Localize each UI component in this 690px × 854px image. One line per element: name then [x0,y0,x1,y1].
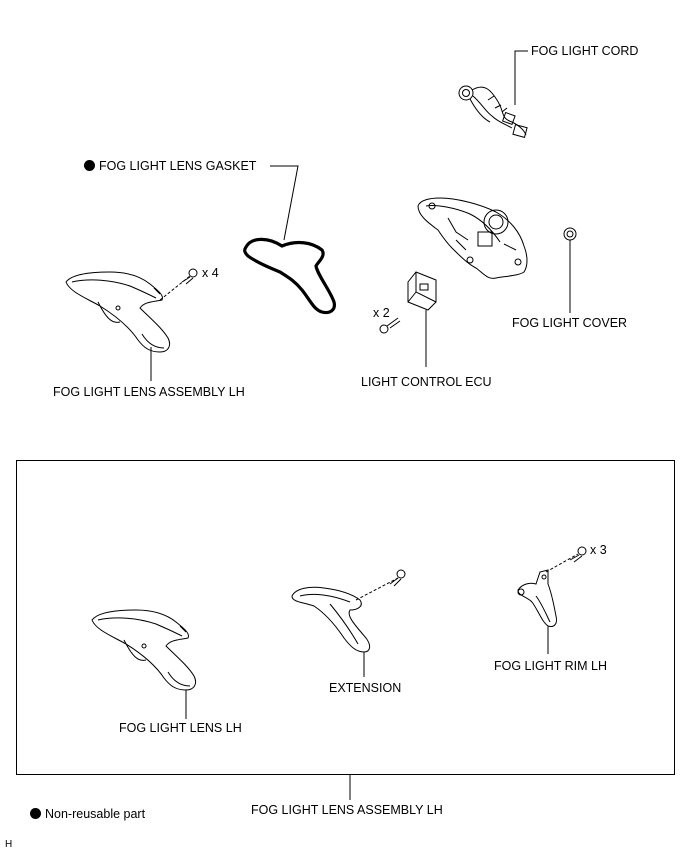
non-reusable-dot-icon [84,160,95,171]
fog-light-lens-part [91,609,197,691]
lens-assembly-top-part [65,271,171,353]
extension-part [291,586,371,653]
label-fog-light-lens-assembly-top: FOG LIGHT LENS ASSEMBLY LH [53,385,245,399]
label-fog-light-lens-assembly-bottom: FOG LIGHT LENS ASSEMBLY LH [251,803,443,817]
label-fog-light-rim-lh: FOG LIGHT RIM LH [494,659,607,673]
label-qty-x2: x 2 [373,306,390,320]
label-qty-x4: x 4 [202,266,219,280]
lens-assembly-frame [16,460,675,775]
rim-bolt-part [569,546,587,563]
label-fog-light-lens-gasket: FOG LIGHT LENS GASKET [84,159,256,173]
label-light-control-ecu: LIGHT CONTROL ECU [361,375,492,389]
corner-mark: H [5,839,13,850]
legend-text: Non-reusable part [45,807,146,821]
lens-bolt-top-part [181,268,198,285]
label-qty-x3: x 3 [590,543,607,557]
legend: Non-reusable part [30,807,145,821]
gasket-part [243,237,336,315]
label-fog-light-lens-lh: FOG LIGHT LENS LH [119,721,242,735]
ecu-bolt-part [379,317,401,334]
fog-light-rim-part [517,569,557,627]
label-fog-light-cord: FOG LIGHT CORD [531,44,639,58]
fog-light-cover-part [563,227,577,241]
fog-light-unit-part [417,197,528,279]
legend-dot-icon [30,808,41,819]
light-control-ecu-part [407,271,437,311]
label-fog-light-cover: FOG LIGHT COVER [512,316,628,330]
gasket-label-text: FOG LIGHT LENS GASKET [99,159,257,173]
label-extension: EXTENSION [329,681,402,695]
leader-lines [150,50,579,800]
fog-light-cord-part [458,85,528,138]
